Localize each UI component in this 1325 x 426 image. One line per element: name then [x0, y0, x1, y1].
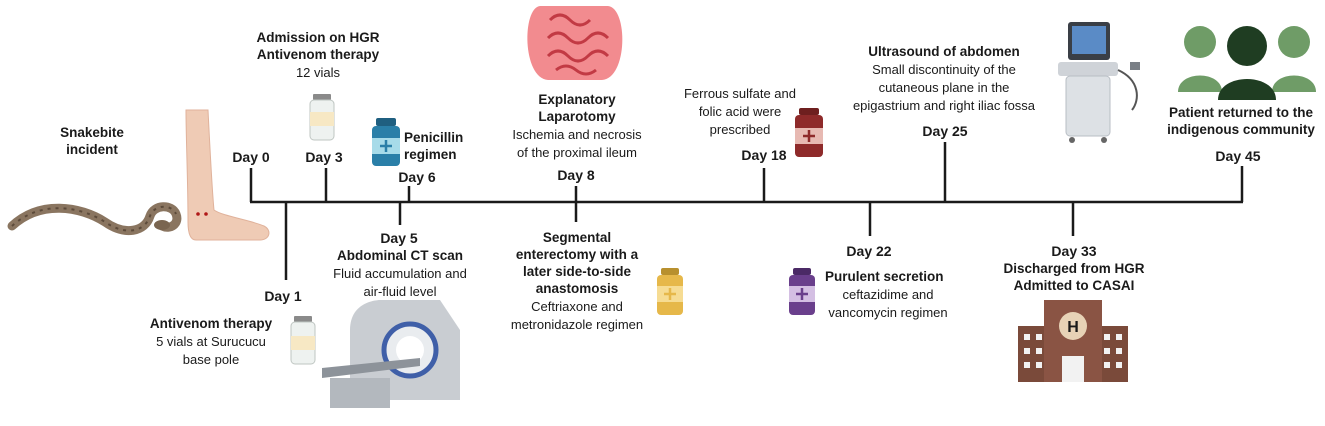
day8b-detail-line1: Ceftriaxone and: [531, 299, 623, 314]
day45-title-line1: Patient returned to the: [1169, 105, 1314, 120]
hospital-letter: H: [1067, 319, 1079, 336]
day3-title-line1: Admission on HGR: [256, 30, 379, 45]
day-45-label: Day 45: [1215, 148, 1260, 164]
day-0-label: Day 0: [232, 149, 270, 165]
event-day6: Penicillin regimen Day 6: [398, 130, 463, 185]
day-22-label: Day 22: [846, 243, 891, 259]
event-day25: Ultrasound of abdomen Small discontinuit…: [853, 44, 1036, 139]
event-day1: Day 1 Antivenom therapy 5 vials at Suruc…: [150, 288, 302, 367]
day8-title-line1: Explanatory: [538, 92, 616, 107]
day8b-detail-line2: metronidazole regimen: [511, 317, 643, 332]
event-day3: Admission on HGR Antivenom therapy 12 vi…: [256, 30, 379, 165]
day18-detail-line1: Ferrous sulfate and: [684, 86, 796, 101]
day8b-title-line3: later side-to-side: [523, 264, 632, 279]
intestine-icon: [527, 6, 623, 80]
antibiotic-bottle-icon-yellow: [657, 268, 683, 315]
event-snakebite: Snakebite incident: [60, 125, 124, 157]
day3-title-line2: Antivenom therapy: [257, 47, 380, 62]
day8-detail-line1: Ischemia and necrosis: [512, 127, 642, 142]
day22-detail-line2: vancomycin regimen: [828, 305, 947, 320]
day-1-label: Day 1: [264, 288, 302, 304]
day-25-label: Day 25: [922, 123, 967, 139]
penicillin-bottle-icon: [372, 118, 400, 166]
event-day8-surgery: Segmental enterectomy with a later side-…: [511, 230, 643, 332]
event-day5: Day 5 Abdominal CT scan Fluid accumulati…: [333, 230, 467, 299]
day-18-label: Day 18: [741, 147, 786, 163]
ct-scanner-icon: [322, 300, 460, 408]
day25-title: Ultrasound of abdomen: [868, 44, 1020, 59]
day22-detail-line1: ceftazidime and: [842, 287, 933, 302]
snakebite-label-line1: Snakebite: [60, 125, 124, 140]
day5-title: Abdominal CT scan: [337, 248, 463, 263]
day8-detail-line2: of the proximal ileum: [517, 145, 637, 160]
day6-title-line2: regimen: [404, 147, 457, 162]
day1-title: Antivenom therapy: [150, 316, 273, 331]
vial-icon-day1: [290, 316, 316, 365]
day-6-label: Day 6: [398, 169, 436, 185]
day25-detail-line1: Small discontinuity of the: [872, 62, 1016, 77]
iron-supplement-bottle-icon: [795, 108, 823, 157]
day8b-title-line1: Segmental: [543, 230, 611, 245]
day8b-title-line4: anastomosis: [536, 281, 619, 296]
event-day8: Explanatory Laparotomy Ischemia and necr…: [512, 92, 642, 183]
day25-detail-line2: cutaneous plane in the: [879, 80, 1010, 95]
day1-detail-line1: 5 vials at Surucucu: [156, 334, 266, 349]
day33-title-line2: Admitted to CASAI: [1014, 278, 1135, 293]
day18-detail-line3: prescribed: [710, 122, 771, 137]
day-3-label: Day 3: [305, 149, 343, 165]
hospital-icon: H: [1018, 300, 1128, 382]
day6-title-line1: Penicillin: [404, 130, 463, 145]
antibiotic-bottle-icon-purple: [789, 268, 815, 315]
day-8-label: Day 8: [557, 167, 595, 183]
day1-detail-line2: base pole: [183, 352, 239, 367]
foot-icon: [185, 109, 270, 241]
event-day45: Patient returned to the indigenous commu…: [1167, 105, 1315, 164]
event-day18: Ferrous sulfate and folic acid were pres…: [684, 86, 796, 163]
people-icon: [1178, 26, 1316, 100]
ultrasound-machine-icon: [1058, 22, 1140, 143]
day25-detail-line3: epigastrium and right iliac fossa: [853, 98, 1036, 113]
snake-icon: [7, 202, 182, 235]
day18-detail-line2: folic acid were: [699, 104, 781, 119]
day33-title-line1: Discharged from HGR: [1003, 261, 1144, 276]
vial-icon-day3: [309, 94, 335, 141]
day8b-title-line2: enterectomy with a: [516, 247, 639, 262]
day-33-label: Day 33: [1051, 243, 1096, 259]
day45-title-line2: indigenous community: [1167, 122, 1315, 137]
event-day33: Day 33 Discharged from HGR Admitted to C…: [1003, 243, 1144, 293]
snakebite-label-line2: incident: [66, 142, 118, 157]
day22-title: Purulent secretion: [825, 269, 944, 284]
day5-detail-line2: air-fluid level: [364, 284, 437, 299]
timeline: [249, 142, 1244, 280]
day5-detail-line1: Fluid accumulation and: [333, 266, 467, 281]
day-5-label: Day 5: [380, 230, 418, 246]
day3-detail: 12 vials: [296, 65, 341, 80]
day8-title-line2: Laparotomy: [538, 109, 616, 124]
event-day22: Day 22 Purulent secretion ceftazidime an…: [825, 243, 948, 320]
